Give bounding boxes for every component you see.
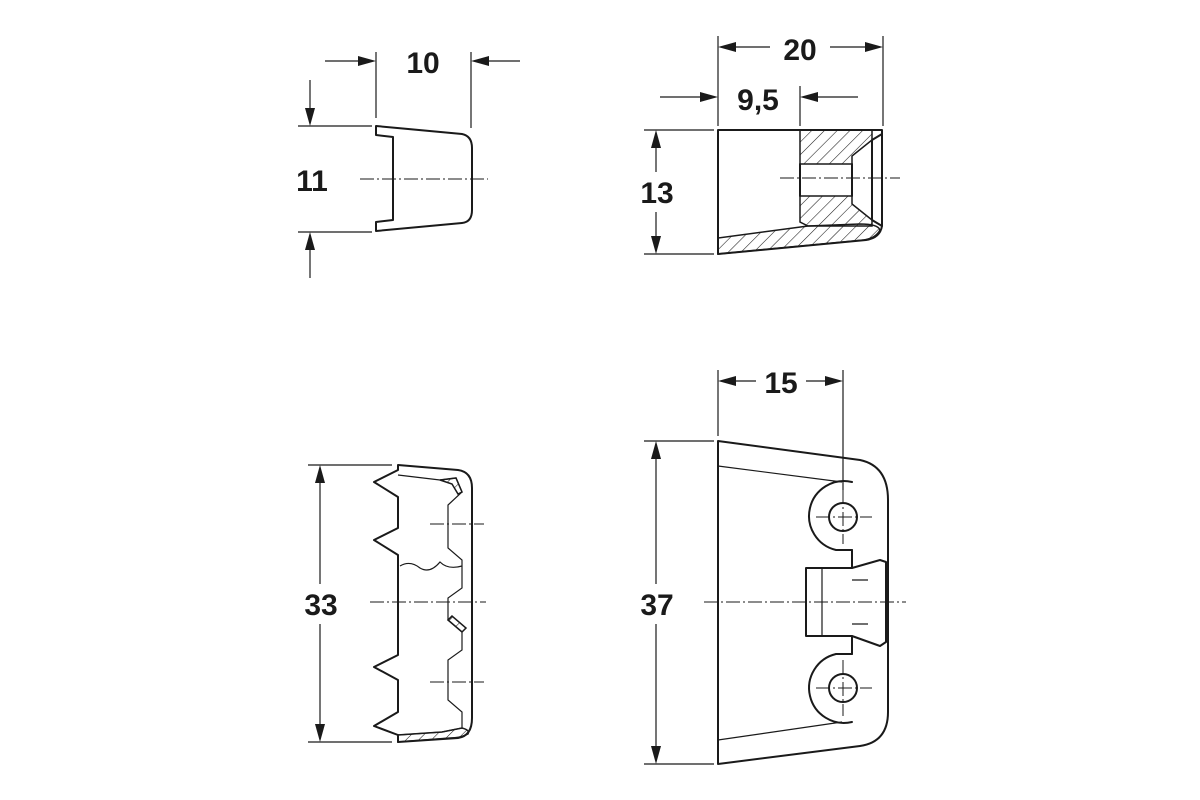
toothed-inner-profile (397, 474, 463, 736)
toothed-hatch-upper (439, 477, 463, 495)
profile-outline (375, 125, 473, 232)
dim-label-10: 10 (406, 47, 439, 80)
dim-label-9-5: 9,5 (737, 84, 779, 117)
front-inner-edge-bottom (717, 721, 843, 741)
section-hatch-middle (799, 195, 873, 227)
upper-lug (808, 480, 853, 551)
toothed-hatch-mid (446, 614, 468, 634)
view-bottom-left-toothed: 33 (304, 464, 486, 743)
section-hatch-top (799, 129, 873, 165)
toothed-outline (373, 464, 473, 743)
section-hatch-bottom (717, 223, 881, 255)
dim-label-13: 13 (640, 177, 673, 210)
dim-height-37: 37 (640, 440, 714, 765)
view-top-right-section: 20 9,5 13 (640, 34, 900, 255)
dim-label-33: 33 (304, 589, 337, 622)
dim-label-37: 37 (640, 589, 673, 622)
toothed-hatch-bottom (397, 727, 470, 743)
view-bottom-right-front: 15 37 (640, 367, 906, 765)
lower-lug (808, 653, 853, 724)
dim-width-15: 15 (717, 367, 844, 490)
dim-label-11: 11 (296, 165, 328, 198)
dim-width-10: 10 (325, 47, 520, 128)
front-outline (717, 440, 889, 765)
bore-outline (799, 133, 883, 227)
dim-height-13: 13 (640, 129, 714, 255)
dim-label-20: 20 (783, 34, 816, 67)
dim-height-11: 11 (296, 80, 372, 278)
dim-label-15: 15 (764, 367, 797, 400)
dim-height-33: 33 (304, 464, 392, 743)
front-inner-edge-top (717, 465, 843, 483)
toothed-break-line (399, 561, 463, 571)
view-top-left-profile: 10 11 (296, 47, 520, 278)
dim-width-20: 20 (717, 34, 884, 126)
dim-inner-9-5: 9,5 (660, 84, 858, 126)
